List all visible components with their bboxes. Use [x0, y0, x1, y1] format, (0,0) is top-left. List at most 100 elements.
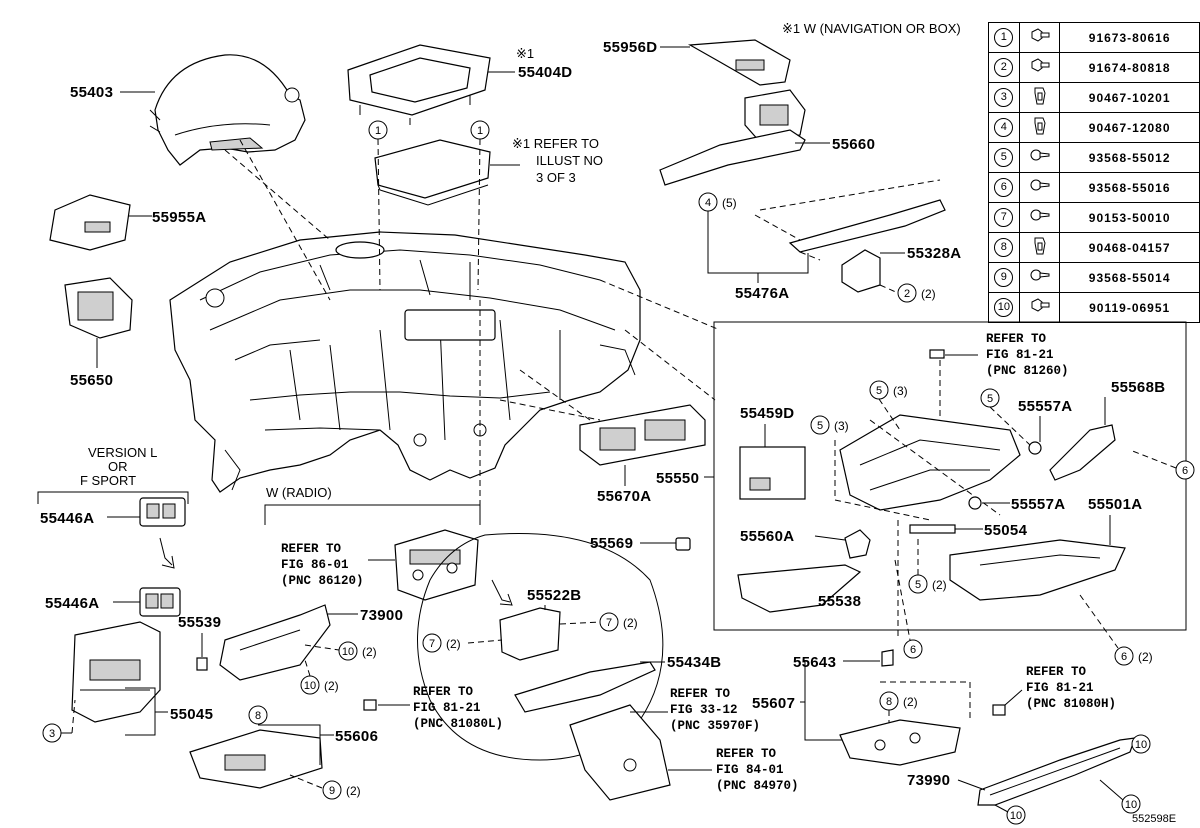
- svg-text:10: 10: [1135, 739, 1147, 751]
- svg-text:8: 8: [255, 710, 261, 722]
- label-55501A: 55501A: [1088, 496, 1142, 513]
- part-glove-box-body: [839, 414, 1021, 511]
- part-55650-vent: [64, 277, 133, 339]
- svg-text:(2): (2): [921, 287, 936, 301]
- refer-35970F-line2: FIG 33-12: [670, 703, 738, 717]
- callout-9: 9 (2): [322, 780, 361, 800]
- svg-text:6: 6: [1121, 651, 1127, 663]
- label-55045: 55045: [170, 706, 213, 723]
- part-55404D-nav-bezel: [347, 44, 491, 125]
- svg-text:(2): (2): [324, 679, 339, 693]
- part-55434B-trim: [514, 661, 656, 713]
- label-73900: 73900: [360, 607, 403, 624]
- label-55607: 55607: [752, 695, 795, 712]
- legend-callout-number: 5: [994, 148, 1014, 167]
- refer-81080H-line2: FIG 81-21: [1026, 681, 1094, 695]
- refer-81260-line1: REFER TO: [986, 332, 1047, 346]
- legend-part-number: 93568-55012: [1059, 142, 1200, 173]
- legend-part-number: 91673-80616: [1059, 22, 1200, 53]
- callout-10e: 10: [1006, 805, 1026, 825]
- callout-5b: 5 (3): [810, 415, 849, 435]
- label-55446A-lower: 55446A: [45, 595, 99, 612]
- label-55054: 55054: [984, 522, 1028, 539]
- part-55606-lower-box: [189, 729, 323, 789]
- legend-part-number: 90153-50010: [1059, 202, 1200, 233]
- callout-10d: 10: [1121, 794, 1141, 814]
- part-55403-meter-hood: [149, 54, 306, 166]
- refer-81260-line2: FIG 81-21: [986, 348, 1054, 362]
- refer-81080H-line3: (PNC 81080H): [1026, 697, 1116, 711]
- bolt-icon: [1029, 298, 1051, 319]
- svg-text:(3): (3): [893, 384, 908, 398]
- version-line1: VERSION L: [88, 445, 157, 460]
- part-55955A-register: [49, 194, 131, 251]
- part-55476A-trim: [754, 179, 946, 261]
- label-55404D: 55404D: [518, 64, 572, 81]
- label-73990: 73990: [907, 772, 950, 789]
- label-55956D: 55956D: [603, 39, 657, 56]
- bolt-icon: [1029, 58, 1051, 79]
- callout-10b: 10 (2): [300, 675, 339, 695]
- part-55568B-damper: [1049, 424, 1116, 481]
- part-55054-damper-rod: [909, 524, 975, 534]
- label-55557A-lower: 55557A: [1011, 496, 1065, 513]
- part-55522B-display: [499, 607, 561, 661]
- svg-text:7: 7: [429, 638, 435, 650]
- part-bulb: [929, 349, 945, 359]
- bolt-icon: [1029, 28, 1051, 49]
- legend-part-number: 90467-10201: [1059, 82, 1200, 113]
- label-55643: 55643: [793, 654, 836, 671]
- legend-callout-number: 3: [994, 88, 1014, 107]
- part-73900-trim: [219, 604, 331, 681]
- part-55560A-latch: [844, 529, 871, 559]
- navigation-circle: [417, 532, 664, 761]
- label-55955A: 55955A: [152, 209, 206, 226]
- label-55403: 55403: [70, 84, 113, 101]
- label-55660: 55660: [832, 136, 875, 153]
- refer-86120-line3: (PNC 86120): [281, 574, 364, 588]
- legend-part-number: 90119-06951: [1059, 292, 1200, 323]
- legend-callout-number: 6: [994, 178, 1014, 197]
- label-55539: 55539: [178, 614, 221, 631]
- svg-text:(2): (2): [362, 645, 377, 659]
- part-55459D-box: [739, 446, 806, 500]
- part-console-switch: [569, 704, 671, 801]
- svg-text:(2): (2): [623, 616, 638, 630]
- refer-illust-1: ※1 REFER TO: [512, 136, 599, 151]
- svg-text:5: 5: [915, 579, 921, 591]
- refer-81080H-line1: REFER TO: [1026, 665, 1087, 679]
- refer-81080L-line3: (PNC 81080L): [413, 717, 503, 731]
- part-bulb-right: [992, 704, 1006, 716]
- legend-part-number: 91674-80818: [1059, 52, 1200, 83]
- screw-icon: [1029, 179, 1051, 199]
- refer-84970-line2: FIG 84-01: [716, 763, 784, 777]
- label-55446A-upper: 55446A: [40, 510, 94, 527]
- refer-84970-line1: REFER TO: [716, 747, 777, 761]
- svg-text:1: 1: [375, 125, 381, 137]
- svg-text:5: 5: [876, 385, 882, 397]
- callout-6b: 6: [903, 639, 923, 659]
- callout-2: 2 (2): [897, 283, 936, 303]
- part-55569-clip: [675, 537, 691, 551]
- legend-part-number: 90467-12080: [1059, 112, 1200, 143]
- screw-icon: [1029, 209, 1051, 229]
- label-55650: 55650: [70, 372, 113, 389]
- navigation-note: ※1 W (NAVIGATION OR BOX): [782, 21, 961, 36]
- callout-7b: 7 (2): [599, 612, 638, 632]
- svg-text:(2): (2): [932, 578, 947, 592]
- svg-text:(3): (3): [834, 419, 849, 433]
- instrument-panel-frame: [169, 231, 641, 493]
- label-55550: 55550: [656, 470, 699, 487]
- part-55446A-switch-upper: [139, 497, 186, 527]
- part-55328A-bracket: [841, 249, 881, 293]
- version-line3: F SPORT: [80, 473, 136, 488]
- refer-86120-line2: FIG 86-01: [281, 558, 349, 572]
